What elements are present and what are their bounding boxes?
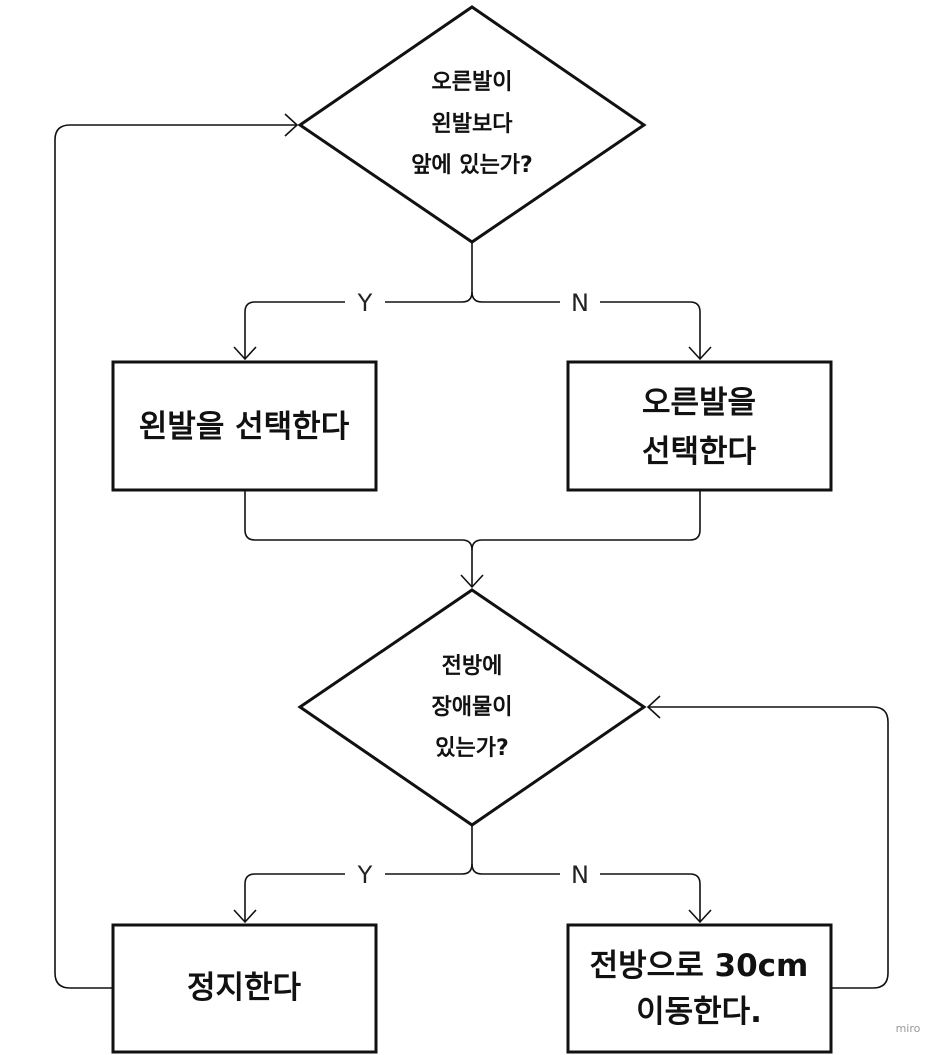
decision-feet-line-2: 왼발보다	[432, 112, 514, 137]
decision-feet[interactable]: 오른발이 왼발보다 앞에 있는가?	[297, 5, 647, 244]
process-select-left[interactable]: 왼발을 선택한다	[111, 360, 378, 492]
process-stop[interactable]: 정지한다	[111, 923, 378, 1054]
process-select-left-box	[111, 360, 378, 492]
arrowhead-move-forward	[688, 909, 712, 924]
process-select-right-line-2: 선택한다	[642, 434, 757, 470]
edge-obstacle-no	[600, 873, 701, 921]
edge-feet-decision-stem-right	[471, 291, 560, 303]
decision-obstacle-line-3: 있는가?	[435, 736, 508, 761]
arrowhead-loop-obstacle-decision	[646, 695, 661, 719]
edge-obstacle-decision-stem-right	[471, 863, 560, 875]
edge-label-obstacle-yes: Y	[357, 861, 373, 889]
decision-feet-line-3: 앞에 있는가?	[411, 153, 533, 178]
arrowhead-loop-feet-decision	[284, 113, 299, 137]
decision-obstacle-line-2: 장애물이	[432, 695, 513, 720]
arrowhead-stop	[233, 909, 257, 924]
process-select-right-box	[566, 360, 833, 492]
decision-feet-line-1: 오른발이	[432, 70, 513, 95]
arrowhead-obstacle-decision	[460, 574, 484, 589]
process-stop-box	[111, 923, 378, 1054]
arrowhead-select-right	[688, 346, 712, 361]
process-move-forward-line-1: 전방으로 30cm	[590, 948, 809, 984]
decision-obstacle[interactable]: 전방에 장애물이 있는가?	[297, 588, 647, 827]
decision-feet-diamond	[297, 5, 647, 244]
edge-obstacle-yes	[244, 873, 345, 921]
edge-feet-no	[600, 301, 701, 358]
decision-obstacle-line-1: 전방에	[442, 654, 503, 679]
edge-merge-left	[244, 491, 473, 586]
decision-obstacle-diamond	[297, 588, 647, 827]
edge-label-feet-yes: Y	[357, 289, 373, 317]
edges	[54, 113, 889, 989]
edge-obstacle-decision-stem	[385, 826, 473, 875]
process-select-right[interactable]: 오른발을 선택한다	[566, 360, 833, 492]
edge-stop-loop-back	[54, 124, 297, 989]
edge-feet-decision-stem	[385, 242, 473, 303]
process-move-forward-box	[566, 923, 833, 1054]
process-select-right-line-1: 오른발을	[642, 385, 756, 421]
process-move-forward[interactable]: 전방으로 30cm 이동한다.	[566, 923, 833, 1054]
edge-label-obstacle-no: N	[571, 861, 589, 889]
process-select-left-line-1: 왼발을 선택한다	[139, 409, 350, 445]
process-move-forward-line-2: 이동한다.	[636, 994, 762, 1030]
edge-move-loop-back	[648, 706, 889, 989]
process-stop-line-1: 정지한다	[187, 970, 302, 1006]
arrowhead-select-left	[233, 346, 257, 361]
edge-feet-yes	[244, 301, 345, 358]
miro-watermark: miro	[896, 1022, 921, 1035]
edge-label-feet-no: N	[571, 289, 589, 317]
edge-merge-right	[471, 491, 701, 551]
